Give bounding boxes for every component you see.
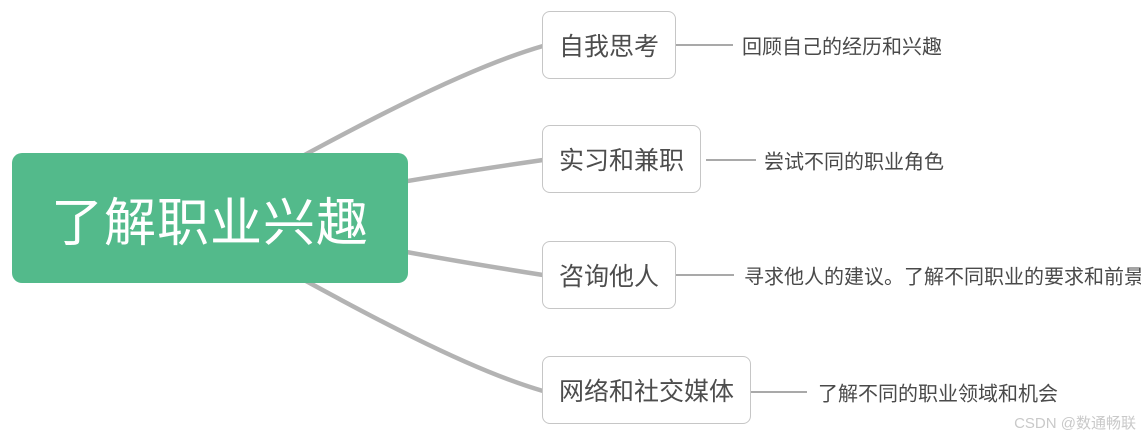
branch-node-label: 自我思考	[559, 33, 660, 61]
branch-connector-3	[387, 246, 546, 278]
branch-note-social-media[interactable]: 了解不同的职业领域和机会	[818, 383, 1058, 406]
root-node-label: 了解职业兴趣	[50, 194, 369, 253]
branch-node-social-media[interactable]: 网络和社交媒体	[542, 356, 752, 424]
branch-node-self-reflection[interactable]: 自我思考	[542, 11, 677, 79]
branch-node-label: 实习和兼职	[559, 147, 685, 175]
root-node[interactable]: 了解职业兴趣	[12, 153, 408, 283]
branch-note-self-reflection[interactable]: 回顾自己的经历和兴趣	[742, 36, 942, 59]
branch-node-consult-others[interactable]: 咨询他人	[542, 241, 677, 309]
branch-note-internship[interactable]: 尝试不同的职业角色	[764, 151, 944, 174]
branch-connector-2	[387, 157, 546, 187]
branch-note-consult-others[interactable]: 寻求他人的建议。了解不同职业的要求和前景	[744, 266, 1141, 289]
branch-node-label: 网络和社交媒体	[559, 378, 735, 406]
branch-node-internship[interactable]: 实习和兼职	[542, 125, 702, 193]
branch-node-label: 咨询他人	[559, 263, 660, 291]
csdn-watermark: CSDN @数通畅联	[1014, 415, 1136, 432]
